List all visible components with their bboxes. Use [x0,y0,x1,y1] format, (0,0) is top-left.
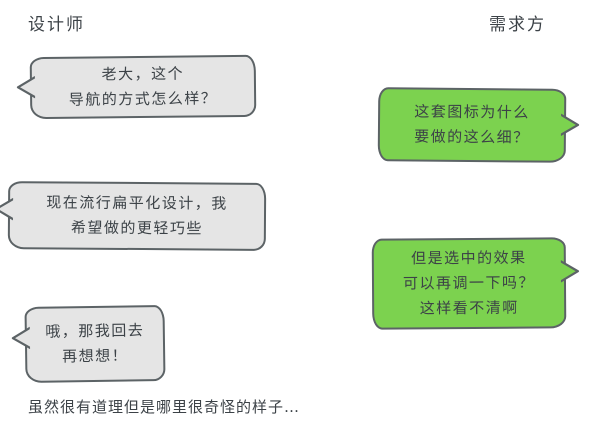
speech-bubble-designer-2: 现在流行扁平化设计，我 希望做的更轻巧些 [0,181,267,251]
bubble-tail [11,326,31,350]
bubble-tail [560,113,580,136]
bubble-tail [560,260,580,283]
bubble-text: 这套图标为什么 要做的这么细？ [414,102,530,147]
footer-caption: 虽然很有道理但是哪里很奇怪的样子… [28,398,301,416]
speech-bubble-client-2: 但是选中的效果 可以再调一下吗？ 这样看不清啊 [371,237,580,330]
bubble-text: 但是选中的效果 可以再调一下吗？ 这样看不清啊 [402,248,536,318]
bubble-text: 老大，这个 导航的方式怎么样？ [68,64,218,109]
speech-bubble-designer-1: 老大，这个 导航的方式怎么样？ [16,54,257,120]
bubble-tail [16,76,36,99]
designer-role-label: 设计师 [28,15,85,35]
speech-bubble-client-1: 这套图标为什么 要做的这么细？ [377,87,580,163]
client-role-label: 需求方 [489,15,546,35]
speech-bubble-designer-3: 哦，那我回去 再想想！ [11,305,166,383]
bubble-text: 现在流行扁平化设计，我 希望做的更轻巧些 [46,193,228,238]
bubble-text: 哦，那我回去 再想想！ [45,321,145,366]
bubble-tail [0,198,14,221]
